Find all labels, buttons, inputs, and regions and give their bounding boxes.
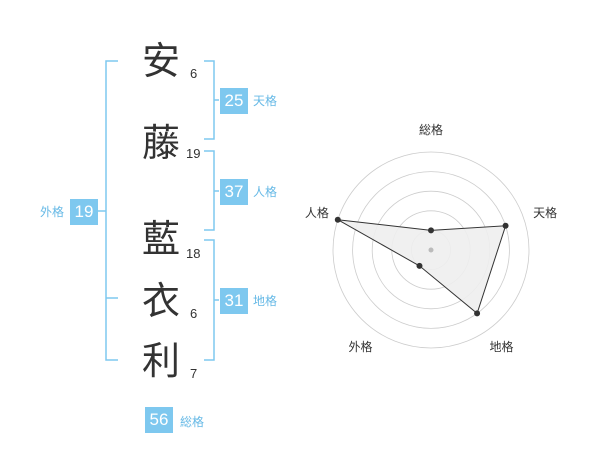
name-brackets	[98, 60, 219, 361]
radar-axis-label: 地格	[490, 339, 514, 354]
chikaku-label: 地格	[253, 294, 278, 308]
jinkaku-badge: 37	[220, 179, 248, 205]
name-char-5: 利	[142, 339, 181, 383]
jinkaku-label: 人格	[253, 185, 278, 199]
tenkaku-badge: 25	[220, 88, 248, 114]
name-char-3: 藍	[142, 217, 181, 261]
radar-axis-label: 人格	[305, 205, 329, 220]
radar-point-5	[334, 216, 341, 223]
radar-grid-ring	[332, 151, 530, 349]
radar-point-2	[502, 222, 509, 229]
name-char-4: 衣	[142, 279, 181, 323]
gaikaku-badge: 19	[70, 199, 98, 225]
stroke-count-5: 7	[190, 366, 198, 381]
soukaku-label: 総格	[180, 415, 205, 429]
radar-axis-label: 天格	[533, 205, 557, 220]
stroke-count-2: 19	[186, 146, 201, 161]
radar-axis-label: 総格	[419, 122, 443, 137]
stroke-count-4: 6	[190, 306, 198, 321]
radar-point-4	[416, 262, 423, 269]
chikaku-badge: 31	[220, 288, 248, 314]
stroke-count-1: 6	[190, 66, 198, 81]
gaikaku-label: 外格	[40, 205, 65, 219]
tenkaku-label: 天格	[253, 94, 278, 108]
radar-point-1	[428, 227, 434, 234]
radar-point-3	[474, 310, 481, 317]
radar-grid-ring	[352, 171, 510, 329]
name-char-2: 藤	[142, 121, 181, 165]
soukaku-badge: 56	[145, 407, 173, 433]
radar-center-dot	[428, 247, 434, 253]
name-char-1: 安	[142, 39, 181, 83]
radar-axis-label: 外格	[348, 339, 372, 354]
stroke-count-3: 18	[186, 246, 201, 261]
